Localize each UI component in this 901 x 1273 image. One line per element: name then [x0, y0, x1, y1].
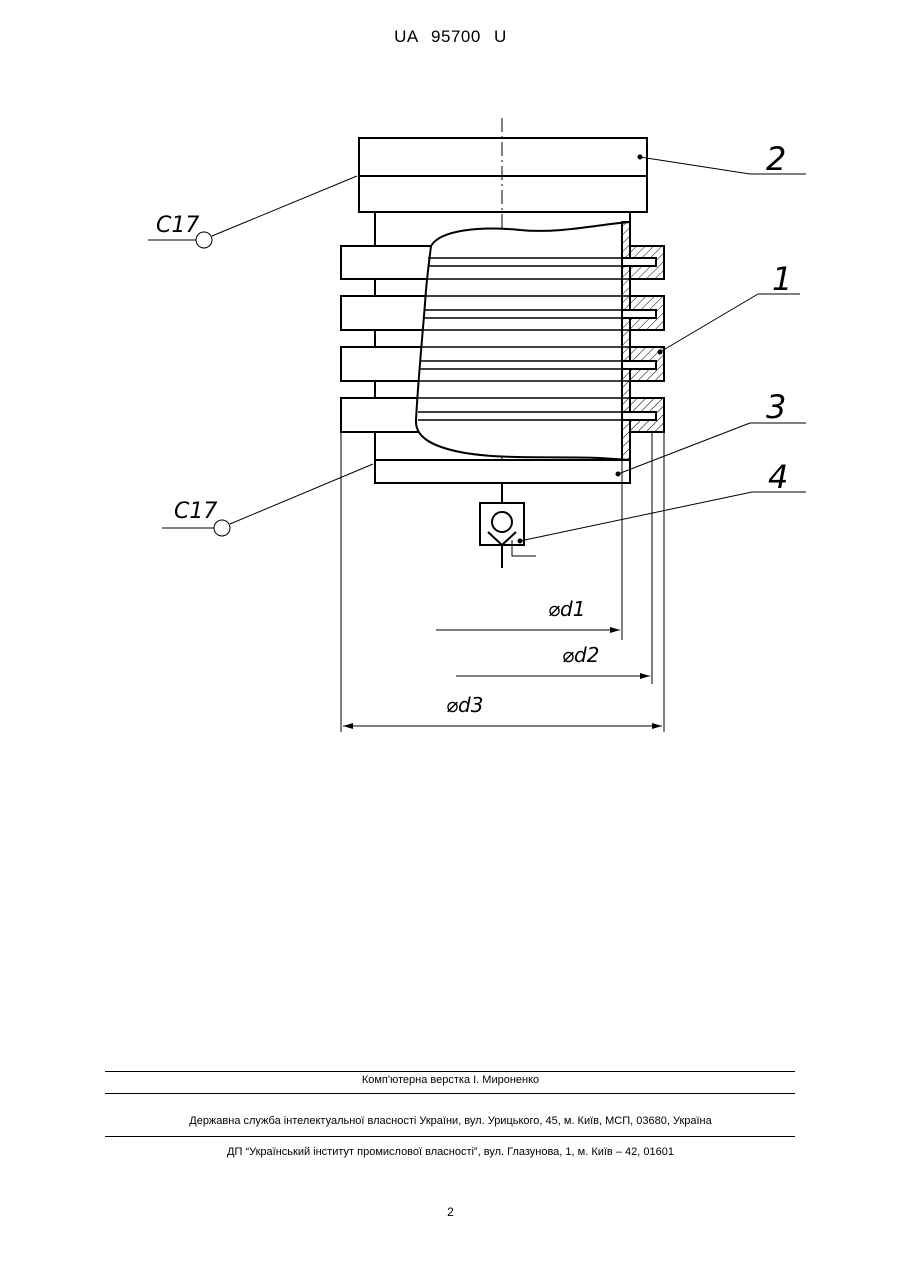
callout-2: 2 [766, 140, 786, 178]
callout-4: 4 [768, 458, 788, 496]
layout-credit: Комп'ютерна верстка І. Мироненко [0, 1074, 901, 1086]
page-number: 2 [0, 1205, 901, 1219]
footer-divider [105, 1071, 795, 1072]
part-2-top-cap [359, 138, 647, 212]
callout-c17-top: C17 [156, 213, 199, 238]
callout-c17-bottom: C17 [174, 499, 217, 524]
institute-address: ДП “Український інститут промислової вла… [0, 1146, 901, 1158]
agency-address: Державна служба інтелектуальної власност… [0, 1115, 901, 1127]
part-4-check-valve [480, 483, 536, 568]
hatched-wall [622, 222, 664, 460]
part-3-bottom-cap [375, 460, 630, 483]
dimension-d1: ⌀d1 [548, 597, 585, 621]
callout-3: 3 [766, 388, 786, 426]
footer-divider [105, 1093, 795, 1094]
footer-divider [105, 1136, 795, 1137]
dimension-d3: ⌀d3 [446, 693, 483, 717]
callout-1: 1 [772, 260, 792, 298]
dimension-d2: ⌀d2 [562, 643, 599, 667]
